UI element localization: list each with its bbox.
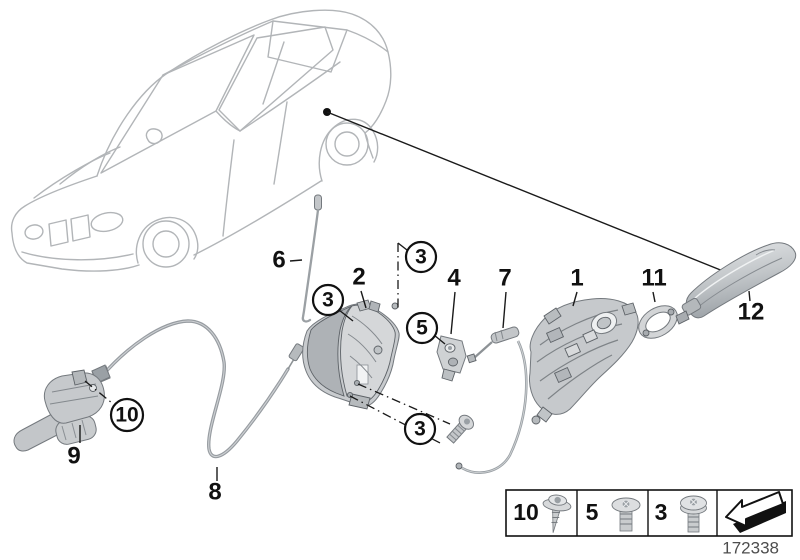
legend-label-10: 10 <box>513 499 539 525</box>
legend-label-3: 3 <box>655 499 668 525</box>
part-label-8[interactable]: 8 <box>208 478 221 505</box>
part-label-11[interactable]: 11 <box>641 264 666 291</box>
flathead-screw-icon <box>611 497 641 532</box>
circled-callout-3-bottom[interactable] <box>403 412 437 446</box>
tapping-screw-icon <box>542 494 572 533</box>
part-label-2[interactable]: 2 <box>352 263 365 290</box>
diagram-number: 172338 <box>722 538 779 557</box>
legend-cell-screw-3[interactable]: 3 <box>655 495 707 533</box>
circled-callout-5[interactable] <box>405 311 439 345</box>
pointer-leader <box>323 108 724 272</box>
circled-label-10[interactable]: 10 <box>115 404 138 427</box>
panhead-screw-icon <box>680 495 707 533</box>
bracket-plate-part <box>436 335 467 382</box>
circled-callout-10[interactable] <box>109 397 145 433</box>
part-label-6[interactable]: 6 <box>272 246 285 273</box>
circled-label-3-top[interactable]: 3 <box>415 246 427 269</box>
door-lock-part <box>302 299 400 410</box>
lock-rod-part <box>301 194 322 323</box>
reference-lines <box>84 242 451 445</box>
legend-label-5: 5 <box>586 499 599 525</box>
door-handle-part <box>675 242 797 325</box>
screw-part <box>446 414 474 444</box>
circled-callouts: 3 3 3 5 10 <box>109 240 446 446</box>
handle-carrier-part <box>529 298 639 425</box>
circled-callout-3-top[interactable] <box>404 240 438 274</box>
callout-labels: 6 2 4 7 1 11 12 9 8 <box>67 246 764 505</box>
direction-arrow-icon <box>725 491 786 533</box>
circled-callout-3-left[interactable] <box>311 283 345 317</box>
circled-label-3-left[interactable]: 3 <box>322 289 334 312</box>
part-label-7[interactable]: 7 <box>498 264 511 291</box>
part-label-9[interactable]: 9 <box>67 442 80 469</box>
gasket-ring-part <box>638 305 678 339</box>
circled-label-5[interactable]: 5 <box>416 317 428 340</box>
circled-label-3-bottom[interactable]: 3 <box>414 418 426 441</box>
fastener-legend: 10 5 <box>505 489 793 537</box>
legend-cell-screw-10[interactable]: 10 <box>513 493 572 535</box>
part-label-4[interactable]: 4 <box>447 264 461 291</box>
bowden-cable-part <box>91 319 305 459</box>
part-label-1[interactable]: 1 <box>570 264 583 291</box>
release-cable-part <box>455 326 528 474</box>
actuator-lever-part <box>13 369 105 452</box>
car-illustration <box>10 9 392 272</box>
part-label-12[interactable]: 12 <box>738 298 765 325</box>
legend-cell-screw-5[interactable]: 5 <box>586 497 641 532</box>
